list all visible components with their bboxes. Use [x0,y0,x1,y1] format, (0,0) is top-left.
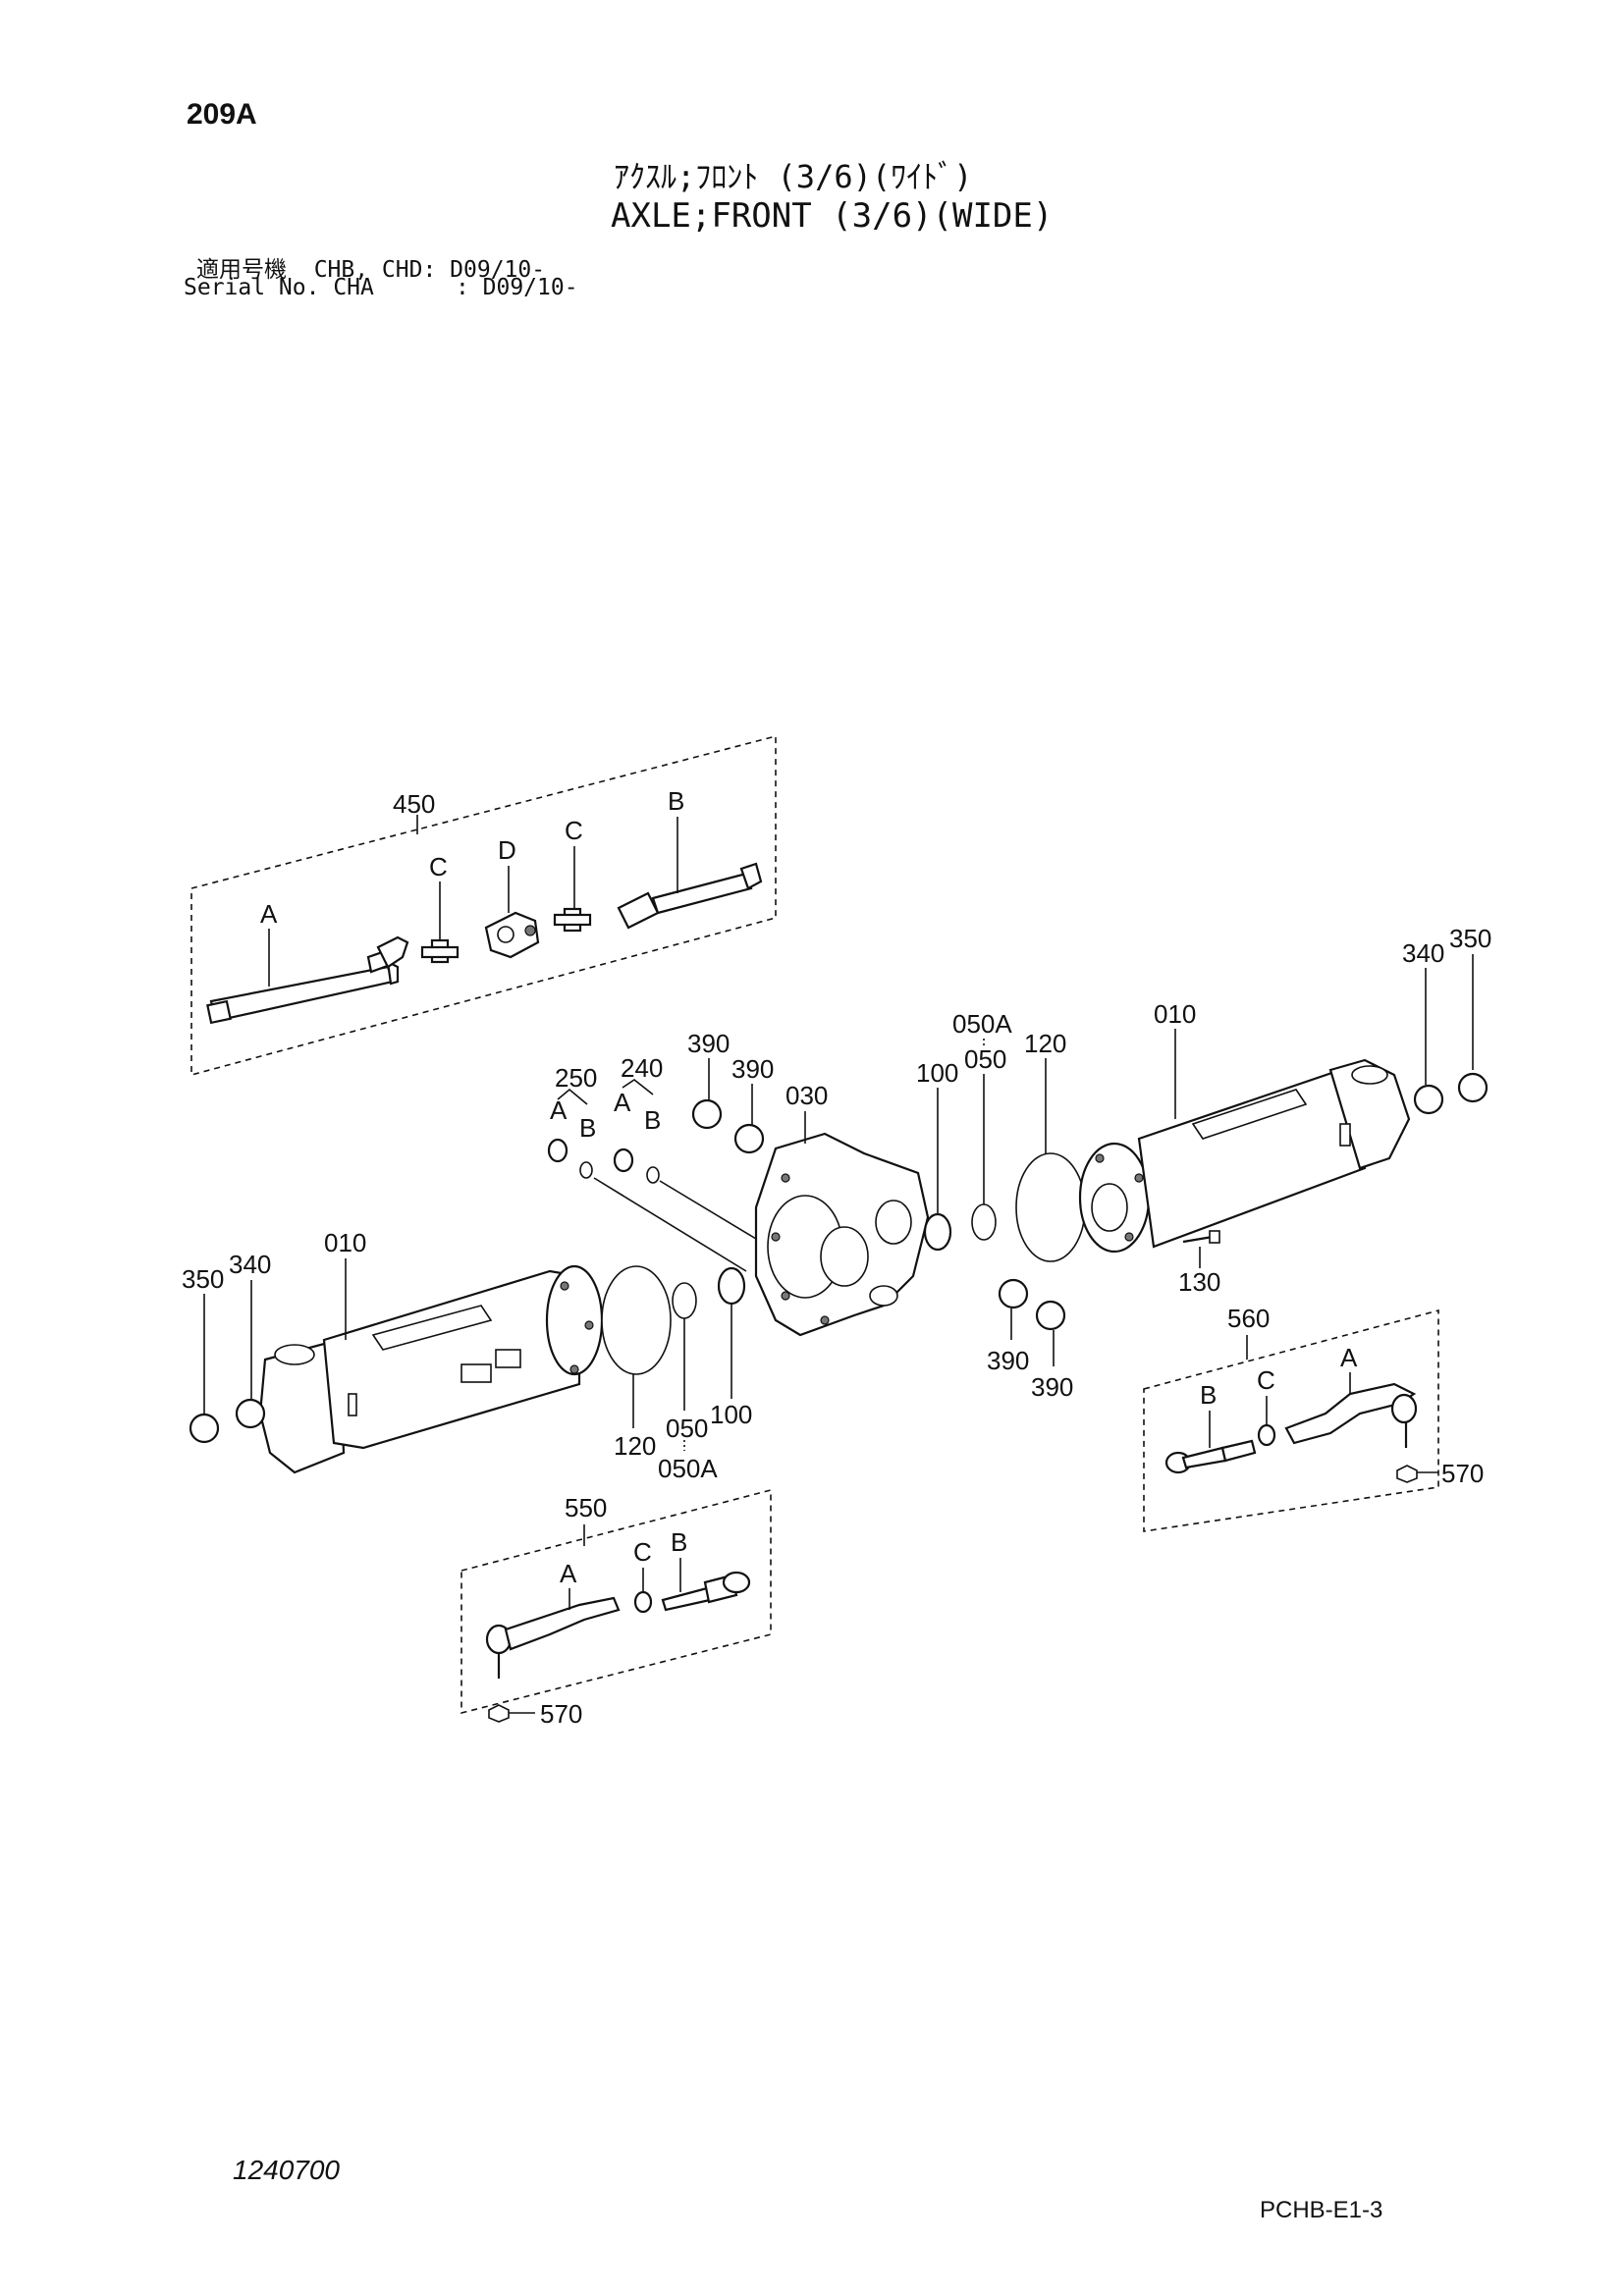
callout-450-a[interactable]: A [260,899,278,929]
drawing-number: 1240700 [233,2155,341,2185]
callout-340-right[interactable]: 340 [1402,938,1444,968]
oring-050-left[interactable] [672,1282,697,1319]
callout-560-a[interactable]: A [1340,1343,1358,1372]
callout-100-right[interactable]: 100 [916,1058,958,1088]
left-seals-group: 120 050 100 050A [601,1265,752,1483]
group-550-tie-rod: 550 A C B 570 [460,1488,772,1729]
callout-350-left[interactable]: 350 [182,1264,224,1294]
bushings-390-lower: 390 390 [987,1278,1073,1402]
bushing-340-right[interactable] [1413,1084,1444,1115]
page-code: 209A [187,98,257,131]
callout-560-b[interactable]: B [1200,1380,1217,1410]
group-250-240-small-parts: 250 240 A B A B [547,1053,762,1272]
title-japanese: ｱｸｽﾙ;ﾌﾛﾝﾄ (3/6)(ﾜｲﾄﾞ) [614,158,973,195]
bushing-390-a[interactable] [691,1098,723,1130]
callout-550-a[interactable]: A [560,1559,577,1588]
part-250-b[interactable] [579,1161,593,1179]
nut-550-c[interactable] [633,1590,653,1614]
bushing-390-d[interactable] [1035,1300,1066,1331]
bushing-390-c[interactable] [998,1278,1029,1309]
callout-010-right[interactable]: 010 [1154,999,1196,1029]
differential-housing-030[interactable] [754,1132,930,1337]
callout-250[interactable]: 250 [555,1063,597,1093]
callout-570-right[interactable]: 570 [1441,1459,1484,1488]
part-240-a[interactable] [613,1148,634,1173]
universal-cross-c1[interactable] [420,938,460,964]
nut-570-left[interactable] [488,1704,510,1723]
axle-shaft-a[interactable] [206,935,409,1025]
callout-010-left[interactable]: 010 [324,1228,366,1257]
right-seals-group: 100 050A 050 120 [916,1009,1086,1262]
tie-rod-arm-a-left[interactable] [485,1596,621,1679]
universal-cross-c2[interactable] [553,907,592,933]
axle-shaft-b[interactable] [617,862,763,930]
callout-240-a[interactable]: A [614,1088,631,1117]
callout-450[interactable]: 450 [393,789,435,819]
serial-line: Serial No. CHA : D09/10- [184,275,578,300]
callout-390-1[interactable]: 390 [687,1029,730,1058]
callout-570-left[interactable]: 570 [540,1699,582,1729]
part-250-a[interactable] [547,1138,568,1163]
seal-100-right[interactable] [923,1212,952,1252]
callout-560-c[interactable]: C [1257,1365,1275,1395]
callout-560[interactable]: 560 [1227,1304,1270,1333]
applicability-line: 適用号機 CHB, CHD: D09/10- [196,257,546,283]
bushings-390-upper: 390 390 [687,1029,774,1154]
bolt-130[interactable] [1182,1230,1220,1244]
nut-560-c[interactable] [1257,1423,1276,1447]
title-english: AXLE;FRONT (3/6)(WIDE) [611,196,1054,236]
tie-rod-end-b[interactable] [1164,1439,1257,1474]
callout-050a-right[interactable]: 050A [952,1009,1012,1039]
callout-250-a[interactable]: A [550,1095,568,1125]
seal-350-left[interactable] [189,1413,220,1444]
oring-050-right[interactable] [971,1203,997,1241]
tie-rod-end-b-left[interactable] [661,1571,751,1612]
callout-550[interactable]: 550 [565,1493,607,1522]
callout-390-4[interactable]: 390 [1031,1372,1073,1402]
callout-450-c2[interactable]: C [565,816,583,845]
callout-340-left[interactable]: 340 [229,1250,271,1279]
group-560-tie-rod: 560 B C A 570 [1143,1304,1484,1532]
callout-550-c[interactable]: C [633,1537,652,1567]
axle-housing-010-right[interactable] [1078,1058,1411,1254]
group-450-drive-shaft: 450 A C D C [190,734,777,1077]
part-240-b[interactable] [646,1166,660,1184]
callout-250-b[interactable]: B [579,1113,596,1143]
callout-450-d[interactable]: D [498,835,516,865]
seal-350-right[interactable] [1457,1072,1489,1103]
callout-390-3[interactable]: 390 [987,1346,1029,1375]
gasket-120-left[interactable] [601,1265,672,1375]
page-reference: PCHB-E1-3 [1260,2197,1383,2223]
callout-240[interactable]: 240 [621,1053,663,1083]
tie-rod-arm-a[interactable] [1284,1382,1418,1448]
seal-100-left[interactable] [717,1266,746,1306]
callout-100-left[interactable]: 100 [710,1400,752,1429]
bushing-390-b[interactable] [733,1123,765,1154]
callout-450-c1[interactable]: C [429,852,448,881]
nut-570-right[interactable] [1396,1465,1418,1483]
callout-120-left[interactable]: 120 [614,1431,656,1461]
callout-390-2[interactable]: 390 [731,1054,774,1084]
callout-550-b[interactable]: B [671,1527,687,1557]
callout-050a-left[interactable]: 050A [658,1454,718,1483]
callout-050-right[interactable]: 050 [964,1044,1006,1074]
callout-030[interactable]: 030 [785,1081,828,1110]
callout-130[interactable]: 130 [1178,1267,1220,1297]
bushing-340-left[interactable] [235,1398,266,1429]
callout-450-b[interactable]: B [668,786,684,816]
callout-240-b[interactable]: B [644,1105,661,1135]
centre-yoke-d[interactable] [484,911,540,959]
gasket-120-right[interactable] [1015,1152,1086,1262]
callout-350-right[interactable]: 350 [1449,924,1491,953]
axle-housing-010-left[interactable] [258,1264,604,1474]
callout-050-left[interactable]: 050 [666,1414,708,1443]
callout-120-right[interactable]: 120 [1024,1029,1066,1058]
